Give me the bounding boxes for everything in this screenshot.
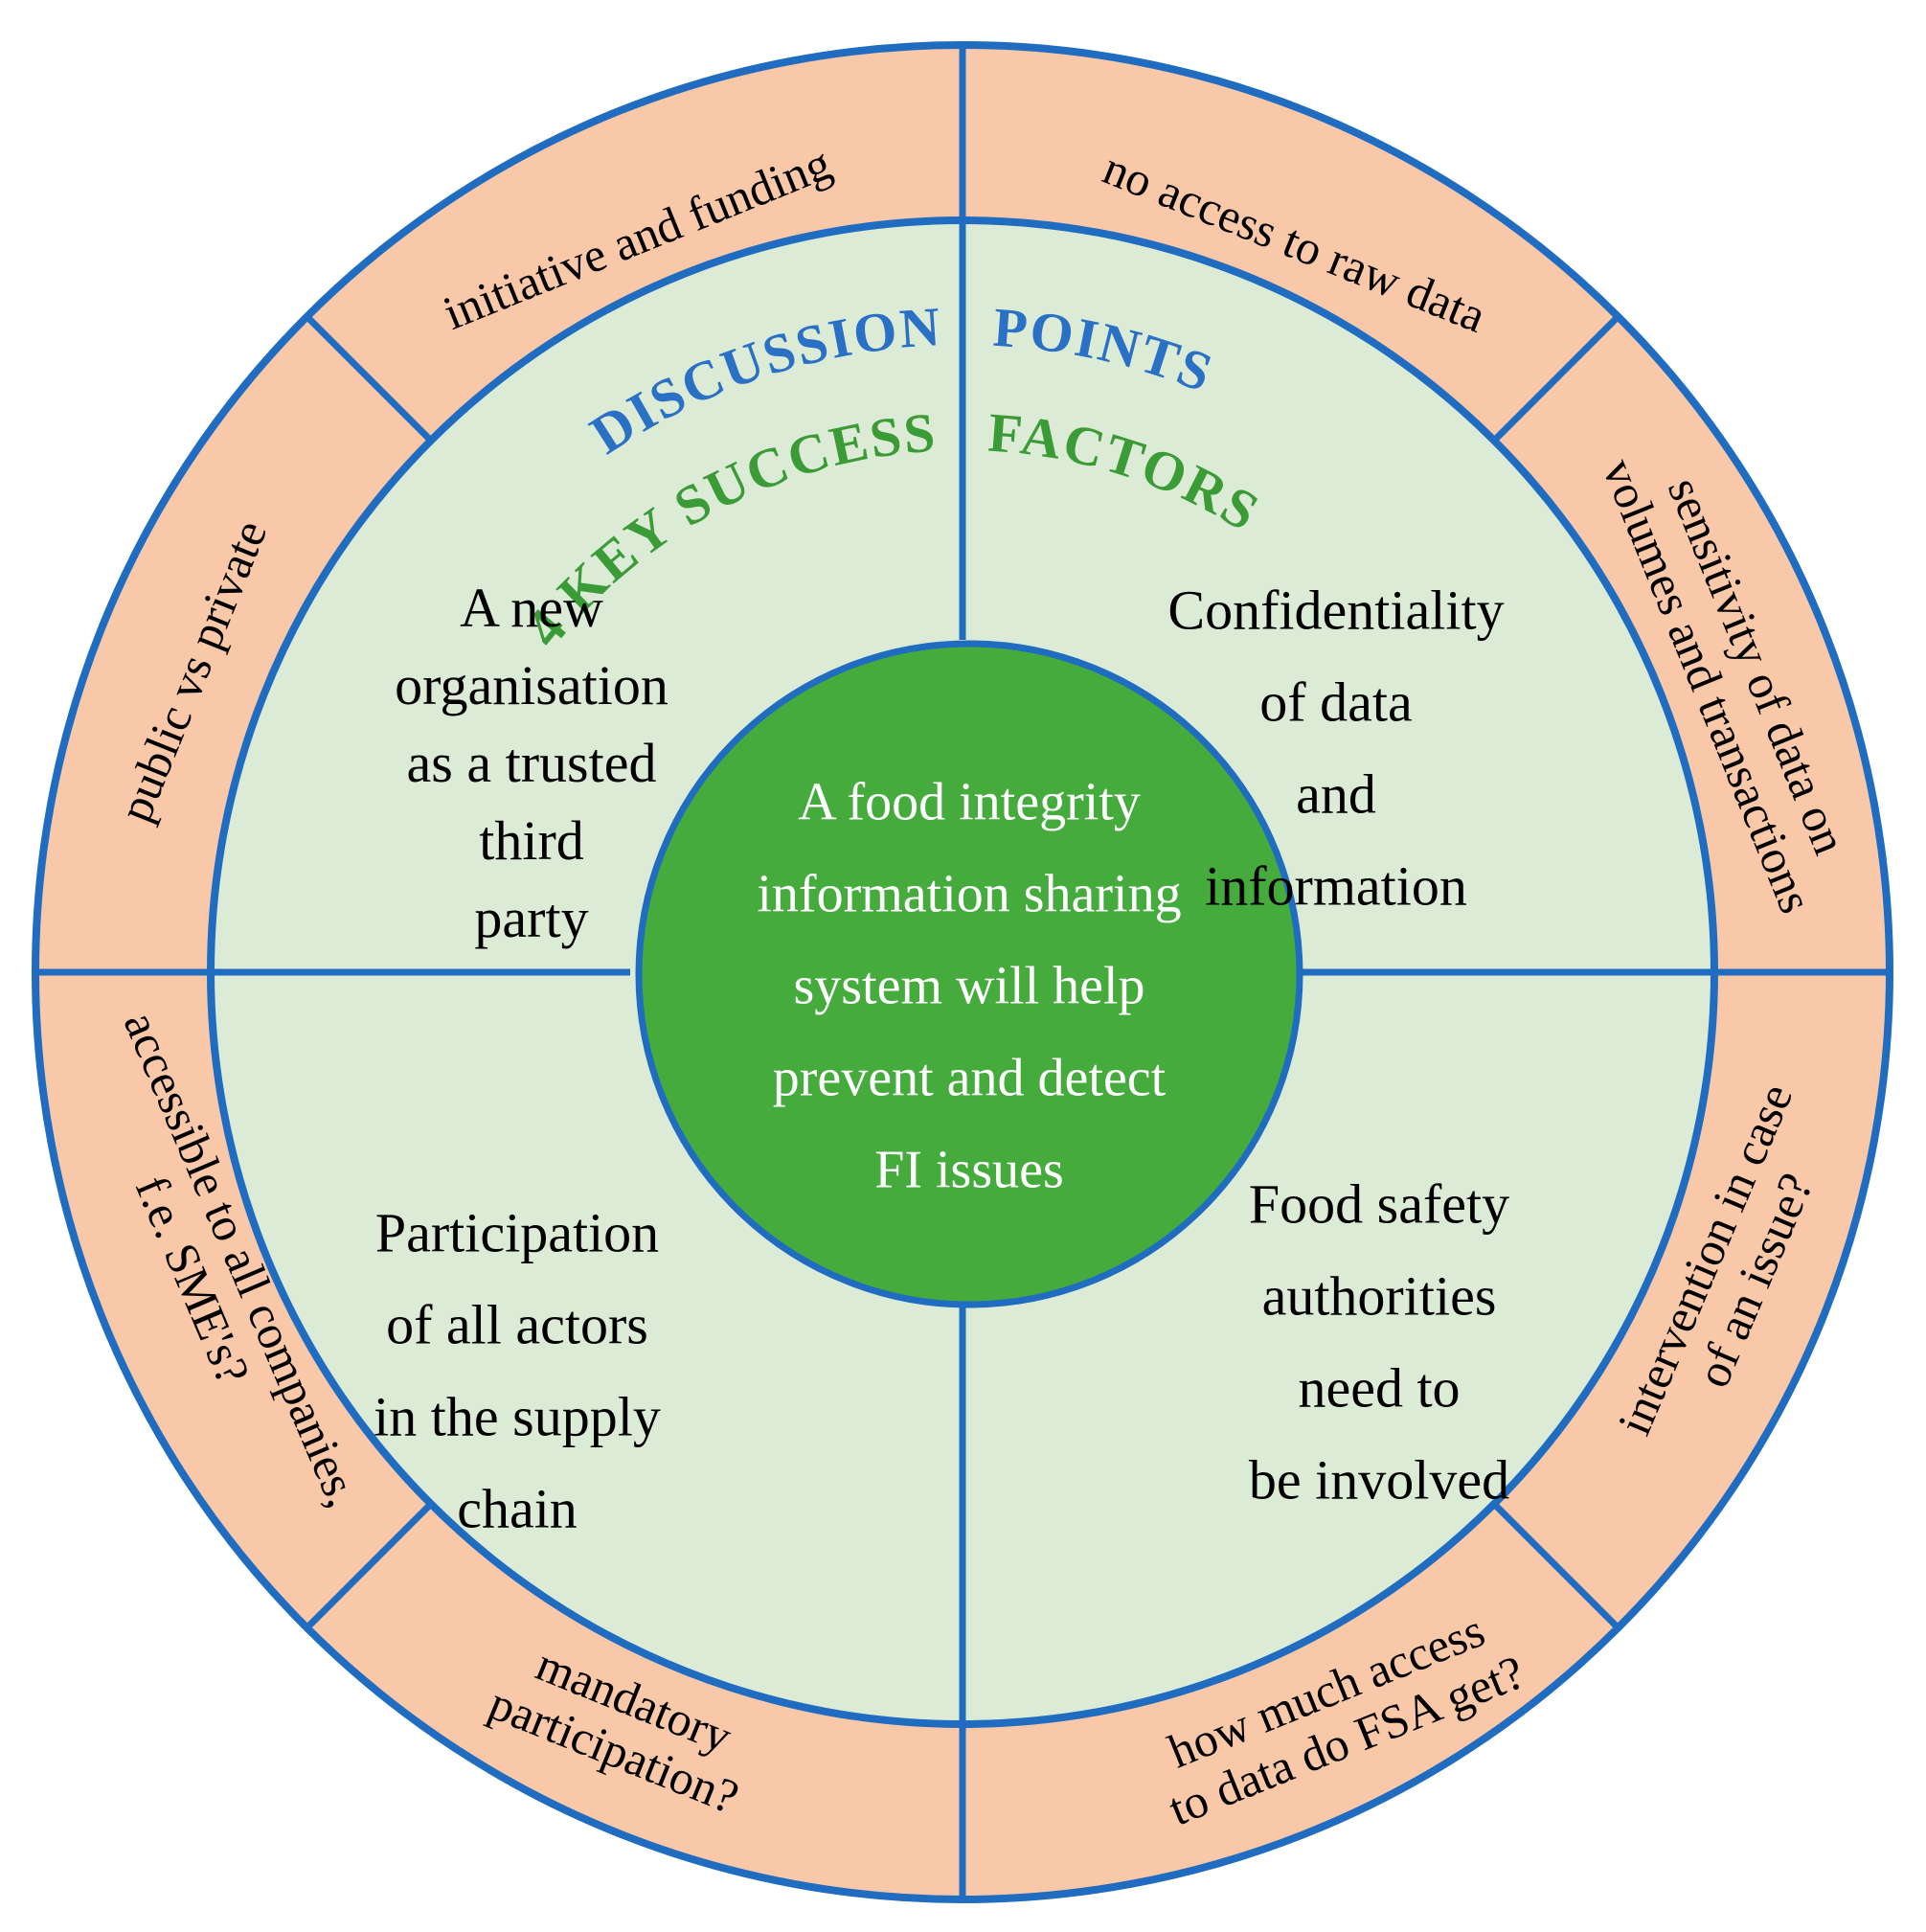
- success-factor-top-left-line: organisation: [395, 654, 668, 716]
- center-circle: [635, 640, 1303, 1308]
- success-factor-top-left-line: party: [474, 887, 588, 949]
- success-factor-bottom-left-line: in the supply: [374, 1386, 661, 1448]
- success-factor-bottom-left-line: chain: [457, 1478, 578, 1540]
- divider-diagonal-top-left: [304, 313, 434, 443]
- success-factor-top-right-line: of data: [1259, 671, 1412, 734]
- success-factor-top-right: Confidentiality of data and information: [1167, 580, 1504, 918]
- success-factor-top-left-line: A new: [460, 577, 603, 639]
- success-factors-group: A new organisation as a trusted third party C…: [374, 577, 1509, 1540]
- divider-diagonal-top-right: [1491, 313, 1621, 443]
- success-factor-top-right-line: and: [1296, 763, 1376, 826]
- success-factor-bottom-right-line: be involved: [1249, 1449, 1509, 1512]
- success-factor-top-right-line: information: [1205, 855, 1467, 918]
- center-statement-line: prevent and detect: [773, 1049, 1167, 1108]
- success-factor-bottom-left-line: Participation: [375, 1202, 659, 1264]
- center-statement: A food integrity information sharing syste…: [757, 773, 1181, 1200]
- success-factor-top-left: A new organisation as a trusted third party: [395, 577, 668, 949]
- success-factor-bottom-left-line: of all actors: [386, 1294, 648, 1356]
- success-factor-bottom-right-line: authorities: [1262, 1265, 1497, 1328]
- divider-diagonal-bottom-right: [1491, 1501, 1621, 1631]
- divider-diagonal-bottom-left: [304, 1501, 434, 1631]
- center-statement-line: system will help: [793, 957, 1144, 1016]
- success-factor-bottom-left: Participation of all actors in the supply c…: [374, 1202, 661, 1540]
- center-statement-line: A food integrity: [798, 773, 1141, 832]
- success-factor-bottom-right-line: need to: [1298, 1357, 1460, 1420]
- center-statement-group: A food integrity information sharing syste…: [757, 773, 1181, 1200]
- center-statement-line: information sharing: [757, 865, 1181, 924]
- success-factor-top-right-line: Confidentiality: [1167, 580, 1504, 642]
- center-statement-line: FI issues: [874, 1141, 1064, 1200]
- success-factor-top-left-line: third: [479, 809, 584, 872]
- success-factor-top-left-line: as a trusted: [407, 732, 657, 794]
- success-factor-bottom-right-line: Food safety: [1249, 1173, 1509, 1236]
- success-factor-bottom-right: Food safety authorities need to be involved: [1249, 1173, 1509, 1512]
